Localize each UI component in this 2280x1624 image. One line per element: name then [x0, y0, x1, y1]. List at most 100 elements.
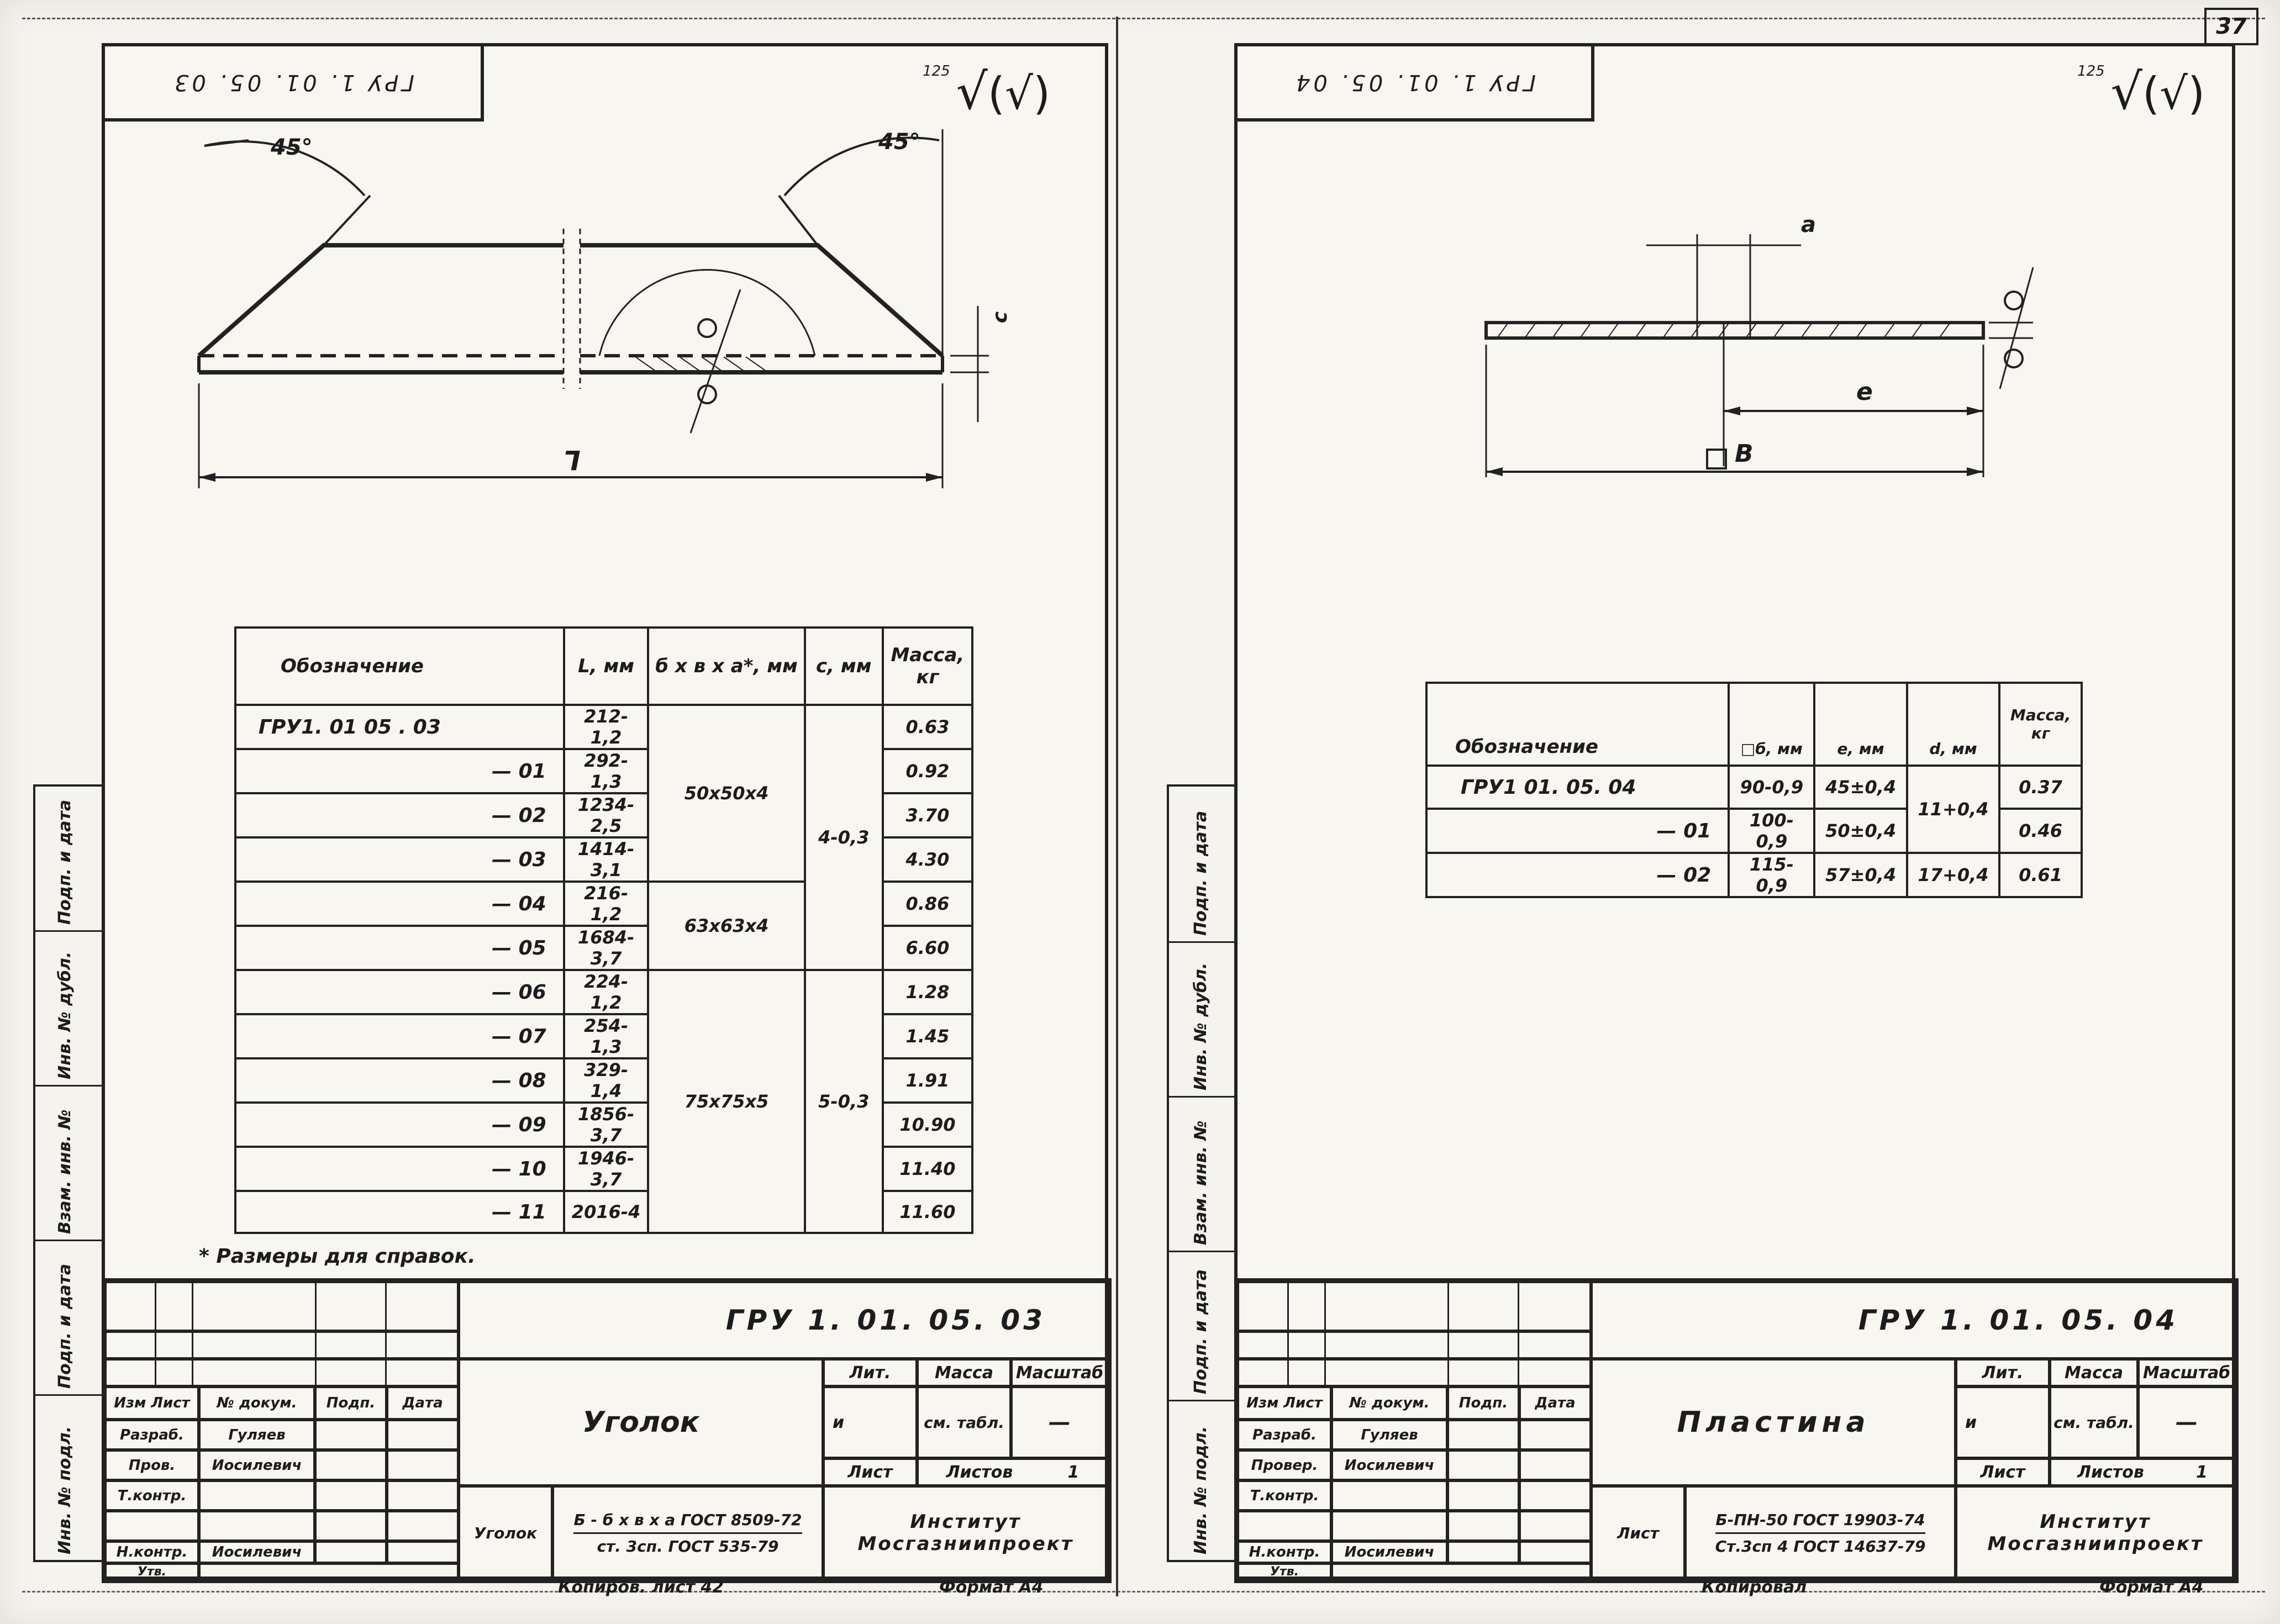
tb-role: Пров.: [105, 1450, 199, 1480]
table-row: — 09: [234, 1101, 565, 1148]
sheet-code-box: ГРУ 1. 01. 05. 04: [1238, 46, 1594, 122]
table-cell: 0.46: [1998, 808, 2083, 854]
table-cell: 216-1,2: [562, 880, 650, 927]
right-side-stamp-column: Инв. № подл. Подп. и дата Взам. инв. № И…: [1167, 784, 1239, 1562]
tb-name: Иосилевич: [199, 1450, 315, 1480]
sheet-divider: [1116, 17, 1118, 1596]
length-label: L: [564, 444, 581, 475]
tb-lit-value: и: [1956, 1386, 2050, 1458]
table-row: — 02: [1425, 852, 1730, 898]
tb-role: Изм Лист: [105, 1386, 199, 1420]
drawing-sheet-right: ГРУ 1. 01. 05. 04 125 √(√) a е В Обознач…: [1234, 43, 2239, 1583]
table-cell: 10.90: [881, 1101, 974, 1148]
profile-cell: 50x50x4: [647, 704, 806, 883]
table-cell: 45±0,4: [1813, 764, 1908, 810]
tb-material-1: Б - б x в x а ГОСТ 8509-72: [573, 1511, 802, 1534]
side-label: Подп. и дата: [1191, 1269, 1210, 1394]
table-cell: 57±0,4: [1813, 852, 1908, 898]
col-header: □б, мм: [1728, 682, 1816, 767]
tb-name: Гуляев: [199, 1420, 315, 1450]
table-cell: 11+0,4: [1905, 764, 2001, 854]
tb-role: Утв.: [1238, 1563, 1331, 1580]
tb-role: Т.контр.: [1238, 1480, 1331, 1511]
tb-name: Иосилевич: [199, 1541, 315, 1563]
tb-name: Иосилевич: [1331, 1541, 1447, 1563]
table-cell: 100-0,9: [1728, 808, 1816, 854]
dim-b-label: В: [1735, 440, 1754, 468]
table-row: — 05: [234, 925, 565, 971]
table-cell: 1.28: [881, 969, 974, 1015]
table-row: — 10: [234, 1146, 565, 1192]
footnote: * Размеры для справок.: [199, 1245, 476, 1268]
copied-note: Копировал: [1702, 1578, 1807, 1597]
angle-label-right: 45°: [878, 129, 920, 155]
tb-code: ГРУ 1. 01. 05. 04: [1591, 1282, 2235, 1359]
tb-list: Лист: [823, 1458, 917, 1486]
table-row: — 11: [234, 1190, 565, 1234]
table-cell: 90-0,9: [1728, 764, 1816, 810]
side-label: Взам. инв. №: [55, 1109, 75, 1234]
tb-role: Разраб.: [105, 1420, 199, 1450]
col-header: с, мм: [803, 626, 884, 706]
tb-material-1: Б-ПН-50 ГОСТ 19903-74: [1715, 1511, 1925, 1534]
side-label: Взам. инв. №: [1191, 1120, 1210, 1245]
table-cell: 224-1,2: [562, 969, 650, 1015]
parts-table: Обозначение □б, мм е, мм d, мм Масса, кг…: [1425, 682, 2083, 898]
tb-scale-header: Масштаб: [1011, 1359, 1108, 1386]
tb-org-1: Институт: [2040, 1511, 2151, 1533]
profile-cell: 75x75x5: [647, 969, 806, 1234]
drawing-sheet-left: ГРУ 1. 01. 05. 03 125 √(√): [102, 43, 1112, 1583]
tb-lit-header: Лит.: [1956, 1359, 2050, 1386]
side-label: Инв. № дубл.: [55, 951, 75, 1079]
col-header: е, мм: [1813, 682, 1908, 767]
table-row: — 01: [234, 748, 565, 794]
tb-org-1: Институт: [910, 1511, 1021, 1533]
table-row: ГРУ1 01. 05. 04: [1425, 764, 1730, 810]
table-cell: 11.60: [881, 1190, 974, 1234]
table-cell: 0.92: [881, 748, 974, 794]
tb-mass-header: Масса: [917, 1359, 1011, 1386]
tb-name: № докум.: [1331, 1386, 1447, 1420]
table-cell: 1.91: [881, 1057, 974, 1104]
tb-role: Н.контр.: [105, 1541, 199, 1563]
col-header: Обозначение: [234, 626, 565, 706]
tb-organization: Институт Мосгазниипроект: [823, 1486, 1108, 1580]
format-note: Формат А4: [2099, 1578, 2204, 1597]
side-label: Подп. и дата: [1191, 810, 1210, 936]
tb-listov-value: 1: [2196, 1462, 2208, 1482]
tb-material-2: Ст.3сп 4 ГОСТ 14637-79: [1715, 1537, 1926, 1556]
tb-sign: Подп.: [315, 1386, 387, 1420]
side-label: Подп. и дата: [55, 1263, 75, 1389]
side-label: Инв. № подл.: [55, 1426, 75, 1554]
table-cell: 1946-3,7: [562, 1146, 650, 1192]
table-row: — 01: [1425, 808, 1730, 854]
tb-part-name: Пластина: [1591, 1359, 1956, 1486]
table-row: — 04: [234, 880, 565, 927]
tb-role: Утв.: [105, 1563, 199, 1580]
tb-role: Т.контр.: [105, 1480, 199, 1511]
table-cell: 17+0,4: [1905, 852, 2001, 898]
tb-listov: Листов 1: [2050, 1458, 2235, 1486]
tb-code: ГРУ 1. 01. 05. 03: [459, 1282, 1108, 1359]
tb-org-2: Мосгазниипроект: [857, 1533, 1074, 1555]
thickness-label: c: [989, 311, 1012, 324]
tb-listov-label: Листов: [2077, 1462, 2144, 1482]
roughness-mark: 125 √(√): [2077, 63, 2205, 121]
table-row: — 03: [234, 836, 565, 883]
side-label: Подп. и дата: [55, 799, 75, 925]
col-header: Масса, кг: [881, 626, 974, 706]
side-label: Инв. № дубл.: [1191, 962, 1210, 1090]
table-cell: 212-1,2: [562, 704, 650, 750]
title-block: Изм Лист № докум. Подп. Дата Разраб. Гул…: [1234, 1278, 2239, 1583]
table-cell: 0.37: [1998, 764, 2083, 810]
tb-part-name: Уголок: [459, 1359, 823, 1486]
tb-sign: Подп.: [1447, 1386, 1519, 1420]
table-cell: 2016-4: [562, 1190, 650, 1234]
table-cell: 1856-3,7: [562, 1101, 650, 1148]
title-block: Изм Лист № докум. Подп. Дата Разраб. Гул…: [102, 1278, 1112, 1583]
tb-scale-value: —: [1011, 1386, 1108, 1458]
tb-mass-value: см. табл.: [917, 1386, 1011, 1458]
table-cell: 11.40: [881, 1146, 974, 1192]
table-cell: 0.61: [1998, 852, 2083, 898]
left-side-stamp-column: Инв. № подл. Подп. и дата Взам. инв. № И…: [33, 784, 104, 1562]
